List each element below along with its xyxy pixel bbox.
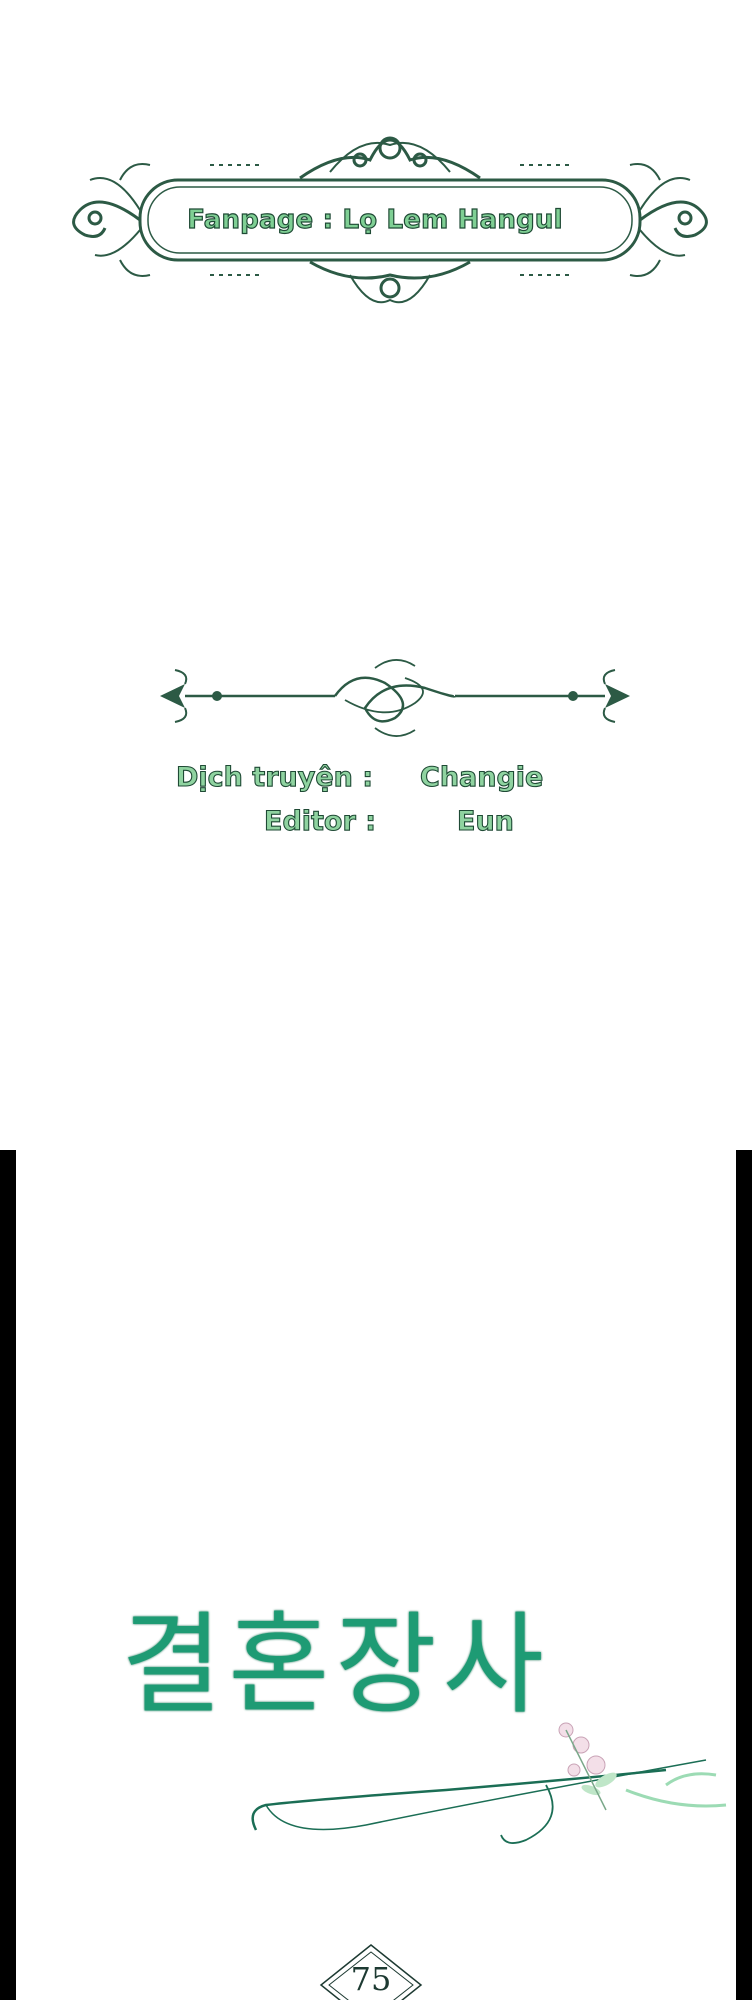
ornamental-frame-icon bbox=[72, 136, 708, 304]
title-panel: 결혼장사 bbox=[0, 1150, 752, 2000]
diamond-frame-icon bbox=[319, 1944, 423, 2000]
chapter-badge: 75 bbox=[316, 1940, 426, 2000]
credit-panel: Fanpage : Lọ Lem Hangul D bbox=[72, 136, 708, 838]
series-title-logo: 결혼장사 bbox=[121, 1601, 550, 1729]
editor-name: Eun bbox=[456, 805, 514, 837]
title-swirl-icon bbox=[251, 1759, 727, 1844]
chapter-number: 75 bbox=[350, 1960, 392, 1998]
editor-label: Editor : bbox=[263, 805, 376, 837]
flourish-divider-icon bbox=[160, 659, 630, 737]
translator-name: Changie bbox=[419, 761, 544, 793]
flower-decoration-icon bbox=[558, 1722, 617, 1811]
translator-label: Dịch truyện : bbox=[175, 761, 374, 793]
fanpage-credit: Fanpage : Lọ Lem Hangul bbox=[187, 204, 563, 235]
title-panel-inner: 결혼장사 bbox=[16, 1150, 736, 2000]
